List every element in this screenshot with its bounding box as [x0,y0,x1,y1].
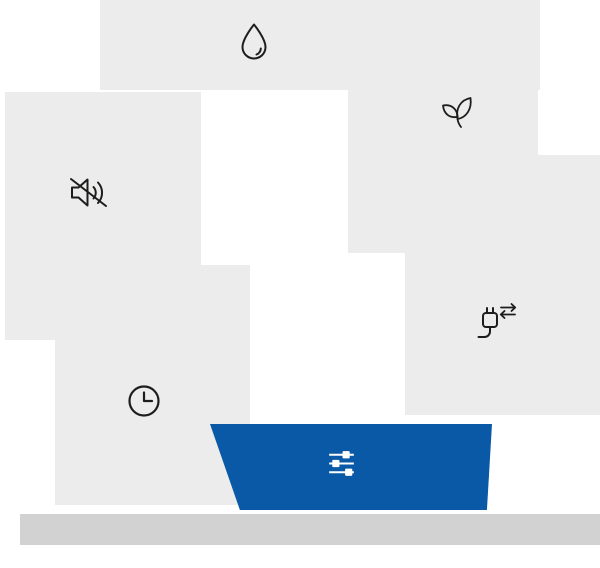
speaker-muted-icon [66,170,111,215]
footer-bar [20,514,600,545]
panel-water-tile [100,0,540,90]
water-drop-icon [232,20,276,64]
leaf-icon [436,93,476,133]
panel-connection-tile [405,155,600,415]
panel-time-tile [55,265,250,505]
clock-icon [124,381,164,421]
plug-swap-icon [474,300,518,344]
accent-trapezoid [210,424,492,510]
sliders-icon [323,445,360,482]
